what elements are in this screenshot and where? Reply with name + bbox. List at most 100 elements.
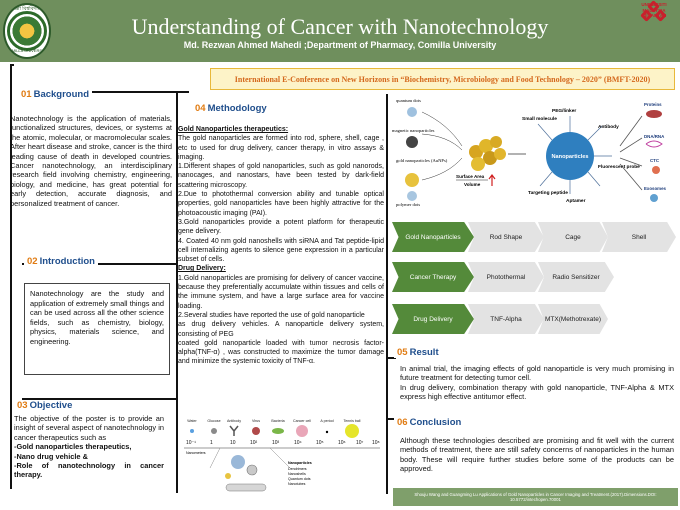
scale-tick: 1 xyxy=(210,440,213,446)
zoom-lines xyxy=(209,447,291,469)
result-para: In animal trial, the imaging effects of … xyxy=(400,364,674,383)
target-labels: Proteins DNA/RNA CTC Exosomes xyxy=(644,102,667,191)
gold-np-icon xyxy=(405,173,419,187)
left-frame xyxy=(10,64,12,489)
size-label: Bacteria xyxy=(271,419,284,423)
np-legend: Nanoparticles Dendrimers Nanoshells Quan… xyxy=(288,461,312,486)
legend-item: Quantum dots xyxy=(288,477,311,481)
nanoparticle-core-icon xyxy=(546,132,594,180)
frame-top-tick xyxy=(10,64,14,66)
bacteria-icon xyxy=(272,428,284,434)
target-label: DNA/RNA xyxy=(644,134,665,139)
objective-intro: The objective of the poster is to provid… xyxy=(14,414,164,442)
conclusion-title: Conclusion xyxy=(409,417,462,428)
seal-bottom-text: COMILLA UNIVERSITY xyxy=(5,48,49,53)
methodology-num: 04 xyxy=(195,103,206,114)
ctc-icon xyxy=(652,166,660,174)
seal-top-text: কুমিল্লা বিশ্ববিদ্যালয় xyxy=(8,7,46,12)
linker-spokes xyxy=(537,116,612,194)
background-num: 01 xyxy=(21,89,32,100)
nanotube-icon xyxy=(225,483,267,492)
methodology-rule xyxy=(175,91,189,93)
legend-title: Nanoparticles xyxy=(288,461,312,465)
exosome-icon xyxy=(650,194,658,202)
flow-item: Cage xyxy=(538,222,608,252)
introduction-heading: 02 Introduction xyxy=(24,256,98,267)
np-type-label: polymer dots xyxy=(396,202,420,207)
np-type-label: magnetic nanoparticles xyxy=(392,128,435,133)
gold-cluster xyxy=(469,136,506,171)
introduction-num: 02 xyxy=(27,256,38,267)
nanoparticles-label: Nanoparticles xyxy=(552,154,589,160)
scale-tick: 10² xyxy=(250,440,258,446)
np-brace xyxy=(421,111,463,181)
size-label: A period xyxy=(320,419,333,423)
ligand-label: Aptamer xyxy=(566,198,586,204)
methodology-para: 1.Different shapes of gold nanoparticles… xyxy=(178,163,384,189)
umk-logo: UNIVERSITI MALAYSIA KELANTAN xyxy=(632,0,676,60)
np-type-label: quantum dots xyxy=(396,98,421,103)
introduction-title: Introduction xyxy=(39,256,95,267)
antibody-icon xyxy=(229,425,239,436)
flow-item: MTX(Methotrexate) xyxy=(538,304,608,334)
comilla-university-logo: কুমিল্লা বিশ্ববিদ্যালয় COMILLA UNIVERSI… xyxy=(3,3,51,59)
drug-delivery-subheading: Drug Delivery: xyxy=(178,265,226,273)
np-type-label: gold nanoparticles (AuNPs) xyxy=(396,158,448,163)
background-title: Background xyxy=(33,89,90,100)
reference-bar: Shouju Wang and Guangming Lu Application… xyxy=(393,488,678,506)
scale-tick: 10³ xyxy=(272,440,280,446)
methodology-para: 3.Gold nanoparticles provide a potent pl… xyxy=(178,218,384,236)
size-icons xyxy=(190,424,359,438)
scale-tick: 10⁸ xyxy=(372,440,380,446)
ligand-label: Small molecule xyxy=(522,116,557,122)
methodology-para: as drug delivery vehicles. A nanoparticl… xyxy=(178,321,384,338)
methodology-title: Methodology xyxy=(207,103,267,114)
objective-heading: 03 Objective xyxy=(14,400,76,411)
surface-area-label: Surface Area xyxy=(456,174,485,179)
up-arrow-icon xyxy=(488,174,496,186)
virus-icon xyxy=(252,427,260,435)
scale-tick: 10⁻¹ xyxy=(186,440,196,446)
flow-item: TNF-Alpha xyxy=(468,304,544,334)
target-label: Exosomes xyxy=(644,186,667,191)
target-icons xyxy=(645,110,663,202)
methodology-para: 1.Gold nanoparticles are promising for d… xyxy=(178,274,384,310)
methodology-para: The gold nanoparticles are formed into r… xyxy=(178,135,384,161)
dna-icon xyxy=(645,140,663,148)
dendrimer-icon xyxy=(231,455,245,469)
ligand-label: Antibody xyxy=(598,124,619,130)
result-title: Result xyxy=(409,347,439,358)
conclusion-rule xyxy=(388,418,396,420)
scale-tick: 10⁵ xyxy=(316,440,324,446)
methodology-para: coated gold nanoparticle loaded with tum… xyxy=(178,339,384,366)
result-para: In drug delivery, combination therapy wi… xyxy=(400,382,674,402)
objective-item: -Gold nanoparticles therapeutics, xyxy=(14,442,132,452)
gold-np-subheading: Gold Nanoparticles therapeutics: xyxy=(178,126,289,133)
tennis-ball-icon xyxy=(345,424,359,438)
size-comparison-figure: Water Glucose Antibody Virus Bacteria Ca… xyxy=(184,419,380,492)
protein-icon xyxy=(646,110,662,118)
methodology-para: 4. Coated 40 nm gold nanoshells with siR… xyxy=(178,237,384,264)
ligand-label: Fluorescent probe xyxy=(598,164,640,170)
water-icon xyxy=(190,429,194,433)
volume-label: Volume xyxy=(464,182,481,187)
seal-icon xyxy=(7,11,47,51)
poster-author: Md. Rezwan Ahmed Mahedi ;Department of P… xyxy=(183,40,497,50)
background-text: Nanotechnology is the application of mat… xyxy=(10,114,172,208)
target-label: CTC xyxy=(650,158,660,163)
objective-rule xyxy=(22,398,176,400)
flow-item: Shell xyxy=(602,222,676,252)
methodology-heading: 04 Methodology xyxy=(192,103,270,114)
cancer-cell-icon xyxy=(296,425,308,437)
objective-item: -Role of nanotechnology in cancer therap… xyxy=(14,461,164,480)
objective-title: Objective xyxy=(29,400,73,411)
flow-therapy-head: Cancer Therapy xyxy=(392,262,474,292)
ligand-labels: Small molecule PEG/linker Antibody Fluor… xyxy=(522,108,640,204)
size-labels: Water Glucose Antibody Virus Bacteria Ca… xyxy=(187,419,360,423)
target-label: Proteins xyxy=(644,102,662,107)
size-scale: 10⁻¹ 1 10 10² 10³ 10⁴ 10⁵ 10⁶ 10⁷ 10⁸ xyxy=(186,440,380,446)
period-icon xyxy=(325,430,329,434)
umk-text: UNIVERSITI MALAYSIA KELANTAN xyxy=(641,2,666,19)
methodology-text: Gold Nanoparticles therapeutics: The gol… xyxy=(178,125,384,367)
objective-text: The objective of the poster is to provid… xyxy=(14,414,164,480)
